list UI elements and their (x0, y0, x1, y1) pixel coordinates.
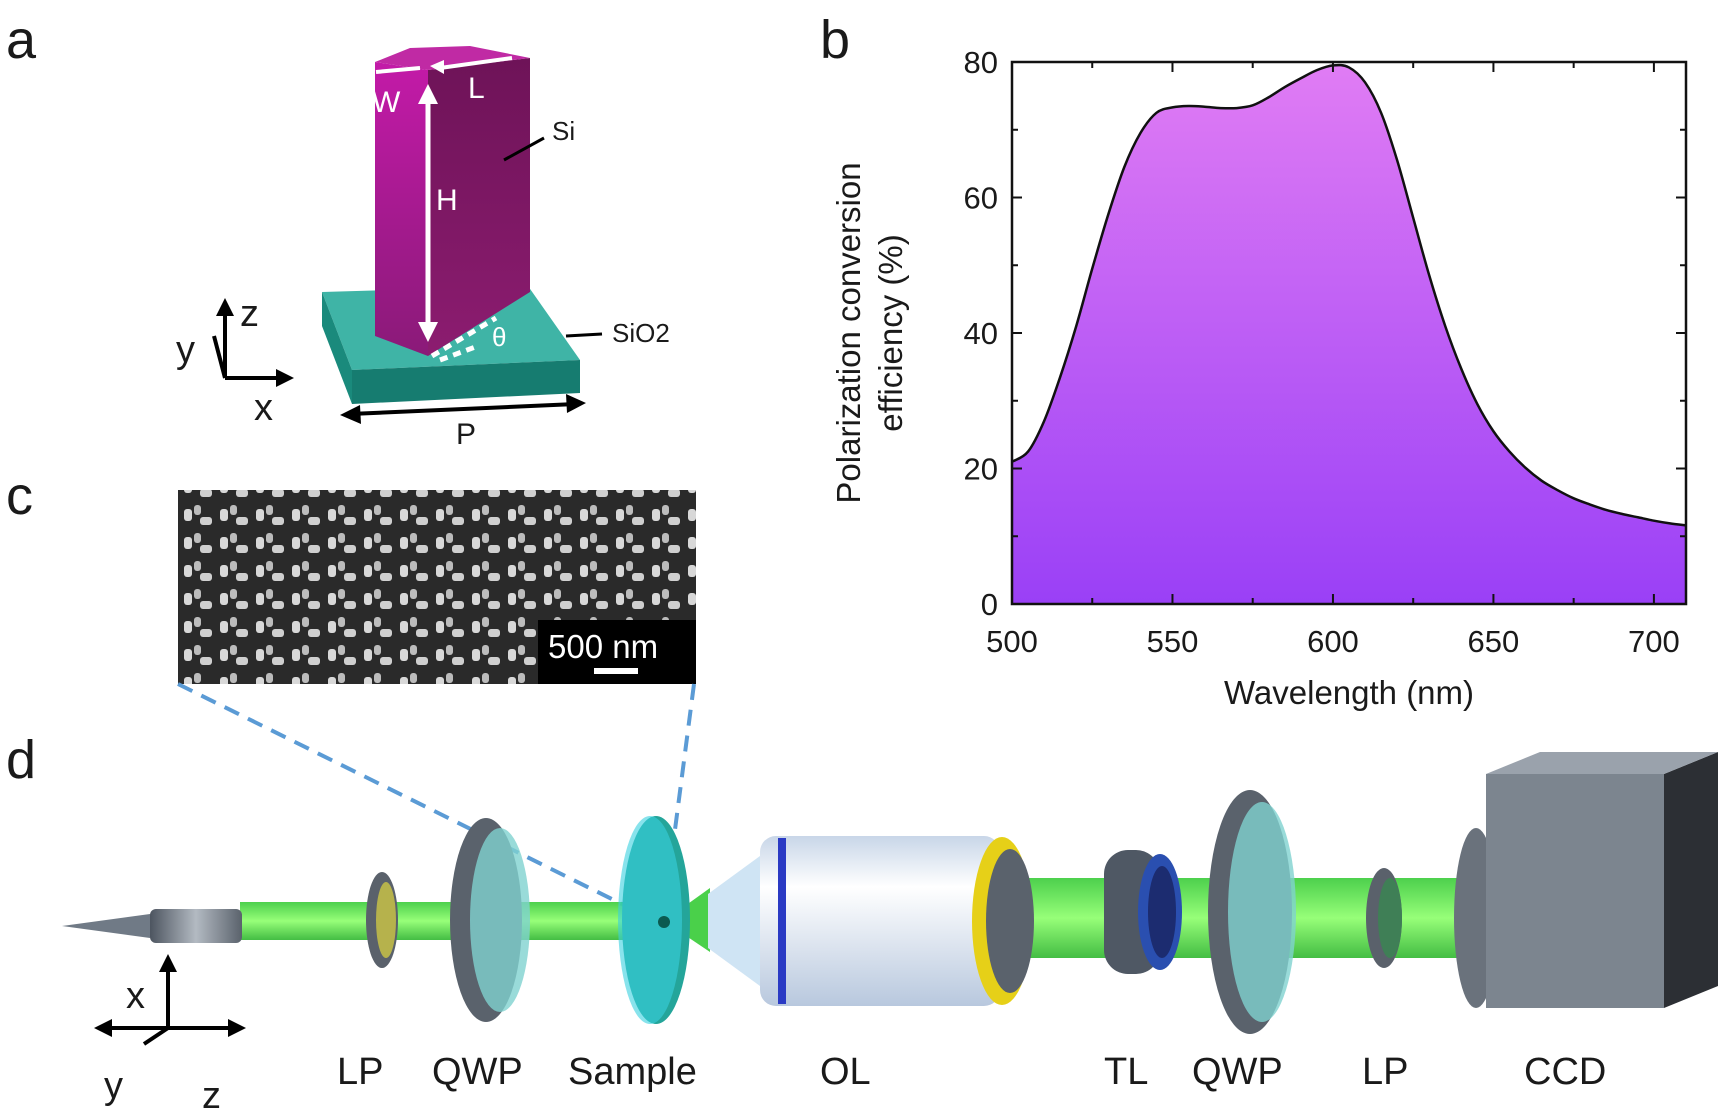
panel-label-a: a (6, 10, 37, 70)
axis-y-label-a: y (176, 329, 195, 371)
dim-l-label: L (468, 72, 485, 105)
x-arrowhead (276, 369, 294, 387)
linear-polarizer-1 (366, 872, 398, 968)
y-tick-label: 60 (964, 181, 998, 216)
zoom-dashed-lines (177, 682, 696, 916)
efficiency-line (1011, 63, 1687, 527)
quarter-wave-plate-2 (1208, 790, 1296, 1034)
ccd-camera (1454, 752, 1718, 1008)
label-qwp-1: QWP (432, 1051, 523, 1093)
d-y-arrowhead (94, 1019, 112, 1037)
width-length-arrows (375, 56, 513, 74)
theta-label: θ (492, 322, 506, 352)
axis-z-label-d: z (202, 1075, 221, 1113)
fiber-source (62, 909, 242, 943)
y-axis-title-line2: efficiency (%) (872, 234, 909, 431)
label-tl: TL (1104, 1051, 1148, 1093)
objective-lens (708, 836, 1034, 1006)
panel-label-d: d (6, 730, 36, 790)
label-ol: OL (820, 1051, 871, 1093)
label-ccd: CCD (1524, 1051, 1606, 1093)
label-sample: Sample (568, 1051, 697, 1093)
x-tick-label: 600 (1307, 624, 1359, 659)
axis-x-label-a: x (254, 387, 273, 429)
sio2-leader-line (565, 332, 603, 338)
x-tick-label: 500 (986, 624, 1038, 659)
dim-h-label: H (436, 184, 458, 217)
y-tick-label: 40 (964, 316, 998, 351)
panel-label-c: c (6, 466, 33, 526)
panel-label-b: b (820, 10, 850, 70)
scale-bar-label: 500 nm (548, 628, 658, 665)
panel-a: a W L H (6, 10, 670, 451)
x-tick-label: 650 (1468, 624, 1520, 659)
dim-w-label: W (372, 86, 401, 119)
scale-bar (594, 668, 638, 674)
z-arrowhead (216, 298, 234, 316)
si-leader-line (503, 136, 545, 162)
sio2-label: SiO2 (612, 318, 670, 348)
efficiency-area (1012, 65, 1686, 605)
d-x-arrowhead (159, 954, 177, 972)
y-axis-title-line1: Polarization conversion (830, 162, 867, 503)
label-lp-1: LP (337, 1051, 383, 1093)
height-arrow (418, 84, 438, 342)
sample-disc (618, 816, 690, 1024)
x-tick-label: 700 (1628, 624, 1680, 659)
si-pillar (375, 46, 530, 356)
axis-z-label-a: z (240, 293, 259, 335)
label-lp-2: LP (1362, 1051, 1408, 1093)
label-qwp-2: QWP (1192, 1051, 1283, 1093)
coord-axes-d (102, 962, 238, 1046)
axis-x-label-d: x (126, 975, 145, 1017)
d-z-arrowhead (228, 1019, 246, 1037)
theta-marker (430, 315, 498, 363)
quarter-wave-plate-1 (450, 818, 530, 1022)
y-tick-label: 0 (981, 587, 998, 622)
x-tick-label: 550 (1147, 624, 1199, 659)
panel-d: d (6, 682, 1718, 1113)
y-tick-label: 20 (964, 452, 998, 487)
panel-c: c 500 nm (6, 466, 696, 684)
period-label: P (456, 418, 476, 451)
axis-y-label-d: y (104, 1065, 123, 1107)
y-tick-label: 80 (964, 45, 998, 80)
period-arrow (340, 394, 586, 424)
si-label: Si (552, 116, 575, 146)
tube-lens (1104, 850, 1182, 974)
linear-polarizer-2 (1366, 868, 1402, 968)
x-axis-title: Wavelength (nm) (1224, 674, 1474, 711)
